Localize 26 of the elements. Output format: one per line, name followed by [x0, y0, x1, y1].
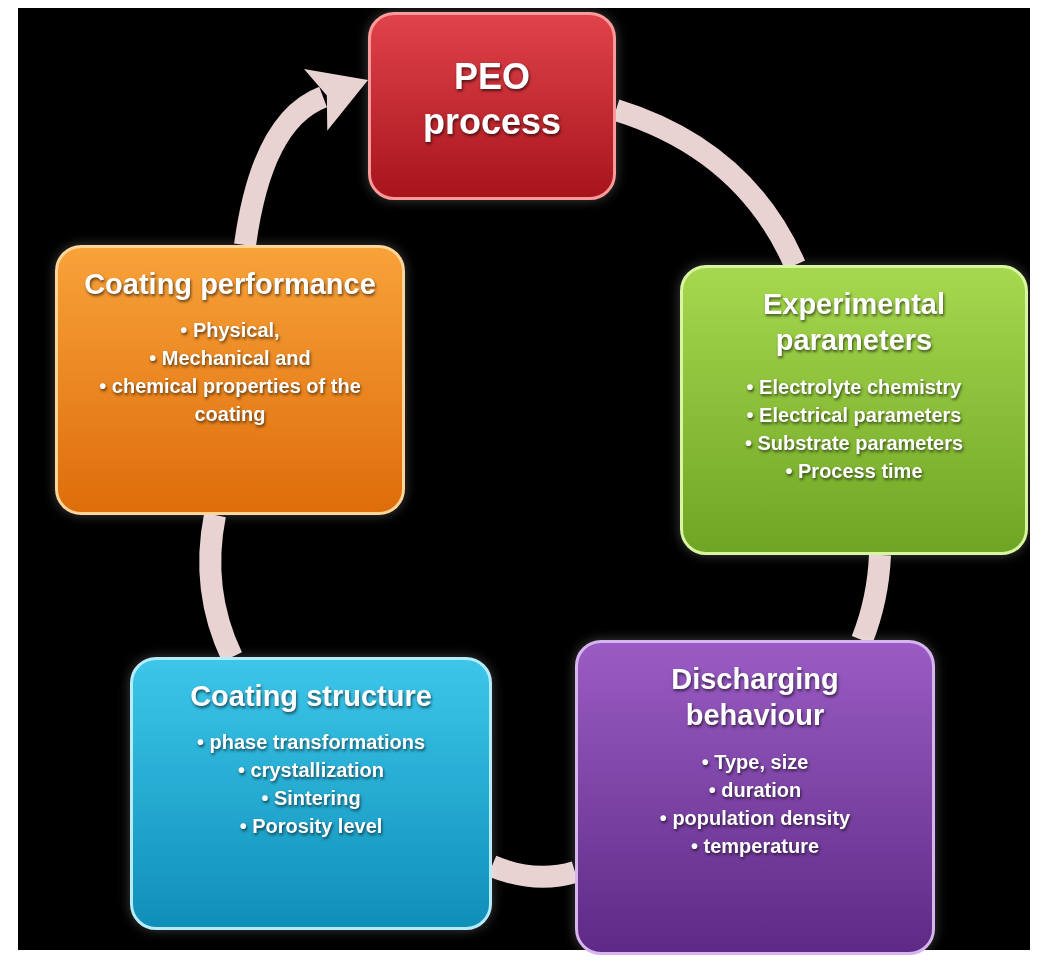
bullet-item: • crystallization — [238, 758, 384, 784]
process-box — [55, 245, 405, 515]
process-box — [575, 640, 935, 955]
bullet-item: • Porosity level — [239, 814, 383, 840]
process-box — [680, 265, 1028, 555]
bullet-item: • Process time — [785, 458, 923, 484]
process-box — [368, 12, 616, 200]
box-heading: Experimental parameters — [761, 287, 947, 359]
bullet-item: • Physical, — [180, 318, 280, 344]
box-heading: Coating structure — [190, 679, 432, 714]
bullet-item: • temperature — [690, 833, 820, 859]
bullet-item: • population density — [659, 805, 851, 831]
bullet-item: • Electrical parameters — [746, 402, 962, 428]
bullet-item: • Type, size — [701, 749, 809, 775]
box-heading: Discharging behaviour — [670, 662, 840, 734]
box-heading: PEO process — [421, 55, 563, 144]
bullet-item: • Mechanical and — [149, 346, 311, 372]
bullet-item: • duration — [708, 777, 802, 803]
bullet-item: • chemical properties of the coating — [98, 374, 362, 428]
cycle-arrow — [234, 70, 367, 247]
box-heading: Coating performance — [84, 267, 376, 302]
bullet-item: • phase transformations — [196, 730, 426, 756]
bullet-item: • Electrolyte chemistry — [746, 374, 962, 400]
bullet-item: • Substrate parameters — [744, 430, 964, 456]
process-box — [130, 657, 492, 930]
bullet-item: • Sintering — [261, 786, 361, 812]
